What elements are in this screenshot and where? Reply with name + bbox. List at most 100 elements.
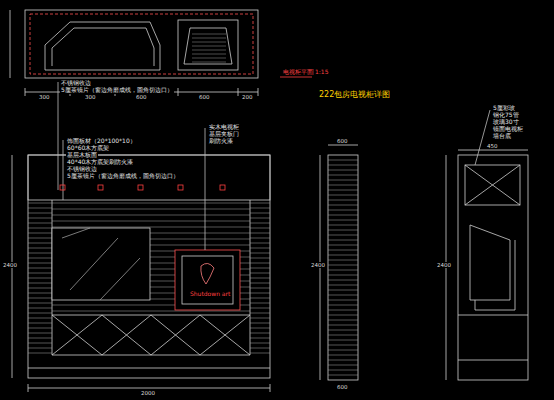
slat-line <box>328 325 358 326</box>
slat-line <box>328 265 358 266</box>
slat-line <box>328 255 358 256</box>
slat-line <box>250 213 270 214</box>
slat-line <box>328 370 358 371</box>
slat-line <box>250 278 270 279</box>
slat-line <box>250 313 270 314</box>
dimension: 600 <box>336 384 349 390</box>
slat-line <box>52 227 250 228</box>
material-note: 40*40木方底架刷防火漆 <box>66 159 134 166</box>
material-note: 钢化75管 <box>492 112 520 119</box>
dimension: 2400 <box>310 262 326 268</box>
material-note: 实木电视柜 <box>208 124 240 131</box>
drawing-title: 222包房电视柜详图 <box>318 91 391 100</box>
dimension: 450 <box>486 143 499 149</box>
material-note: 墙台底 <box>492 133 512 140</box>
slat-line <box>328 175 358 176</box>
material-note: 饰面板材（20*100*10） <box>66 138 137 145</box>
slat-line <box>28 248 52 249</box>
slat-line <box>28 253 52 254</box>
slat-line <box>328 210 358 211</box>
slat-line <box>328 275 358 276</box>
slat-line <box>328 240 358 241</box>
slat-line <box>250 258 270 259</box>
slat-line <box>250 253 270 254</box>
material-note: 基层夹板门 <box>208 131 240 138</box>
slat-line <box>328 270 358 271</box>
slat-line <box>28 258 52 259</box>
slat-line <box>250 203 270 204</box>
material-note: 不锈钢收边 <box>60 80 92 87</box>
slat-line <box>328 350 358 351</box>
slat-line <box>328 280 358 281</box>
slat-line <box>250 348 270 349</box>
slat-line <box>28 223 52 224</box>
dimension: 2400 <box>2 262 18 268</box>
slat-line <box>52 215 250 216</box>
dimension: 600 <box>198 94 211 100</box>
slat-line <box>250 298 270 299</box>
dimension: 2400 <box>436 262 452 268</box>
slat-line <box>250 248 270 249</box>
slat-line <box>250 318 270 319</box>
dimension: 600 <box>135 94 148 100</box>
slat-line <box>250 268 270 269</box>
material-note: 不锈钢收边 <box>66 166 98 173</box>
slat-line <box>250 228 270 229</box>
slat-line <box>28 328 52 329</box>
slat-line <box>328 330 358 331</box>
slat-line <box>328 300 358 301</box>
slat-line <box>250 208 270 209</box>
slat-line <box>328 360 358 361</box>
slat-line <box>192 62 226 63</box>
slat-line <box>250 223 270 224</box>
slat-line <box>328 245 358 246</box>
slat-line <box>28 213 52 214</box>
slat-line <box>52 221 250 222</box>
slat-line <box>28 243 52 244</box>
slat-line <box>28 268 52 269</box>
slat-line <box>328 170 358 171</box>
slat-line <box>328 290 358 291</box>
slat-line <box>250 353 270 354</box>
slat-line <box>250 328 270 329</box>
slat-line <box>192 54 226 55</box>
slat-line <box>328 185 358 186</box>
slat-line <box>28 343 52 344</box>
slat-line <box>328 260 358 261</box>
slat-line <box>250 288 270 289</box>
slat-line <box>250 333 270 334</box>
material-note: 60*60木方底架 <box>66 145 110 152</box>
scale-note: 1:15 <box>314 69 329 76</box>
slat-line <box>328 225 358 226</box>
slat-line <box>28 353 52 354</box>
slat-line <box>328 220 358 221</box>
slat-line <box>28 323 52 324</box>
material-note: 5厘茶镜片（窗边角磨成线，圆角切边口） <box>60 87 174 94</box>
slat-line <box>28 273 52 274</box>
dimension: 200 <box>241 94 254 100</box>
material-note: 镜面电视柜 <box>492 126 524 133</box>
slat-line <box>328 190 358 191</box>
slat-line <box>328 355 358 356</box>
slat-line <box>52 203 250 204</box>
slat-line <box>328 160 358 161</box>
slat-line <box>328 345 358 346</box>
slat-line <box>28 303 52 304</box>
slat-line <box>192 46 226 47</box>
slat-line <box>250 273 270 274</box>
slat-line <box>328 365 358 366</box>
slat-line <box>328 295 358 296</box>
slat-line <box>250 218 270 219</box>
slat-line <box>28 228 52 229</box>
slat-line <box>328 215 358 216</box>
slat-line <box>28 313 52 314</box>
slat-line <box>28 308 52 309</box>
slat-line <box>192 58 226 59</box>
slat-line <box>52 311 250 312</box>
slat-line <box>328 165 358 166</box>
slat-line <box>328 335 358 336</box>
material-note: 5厘彩玻 <box>492 105 516 112</box>
slat-line <box>250 323 270 324</box>
